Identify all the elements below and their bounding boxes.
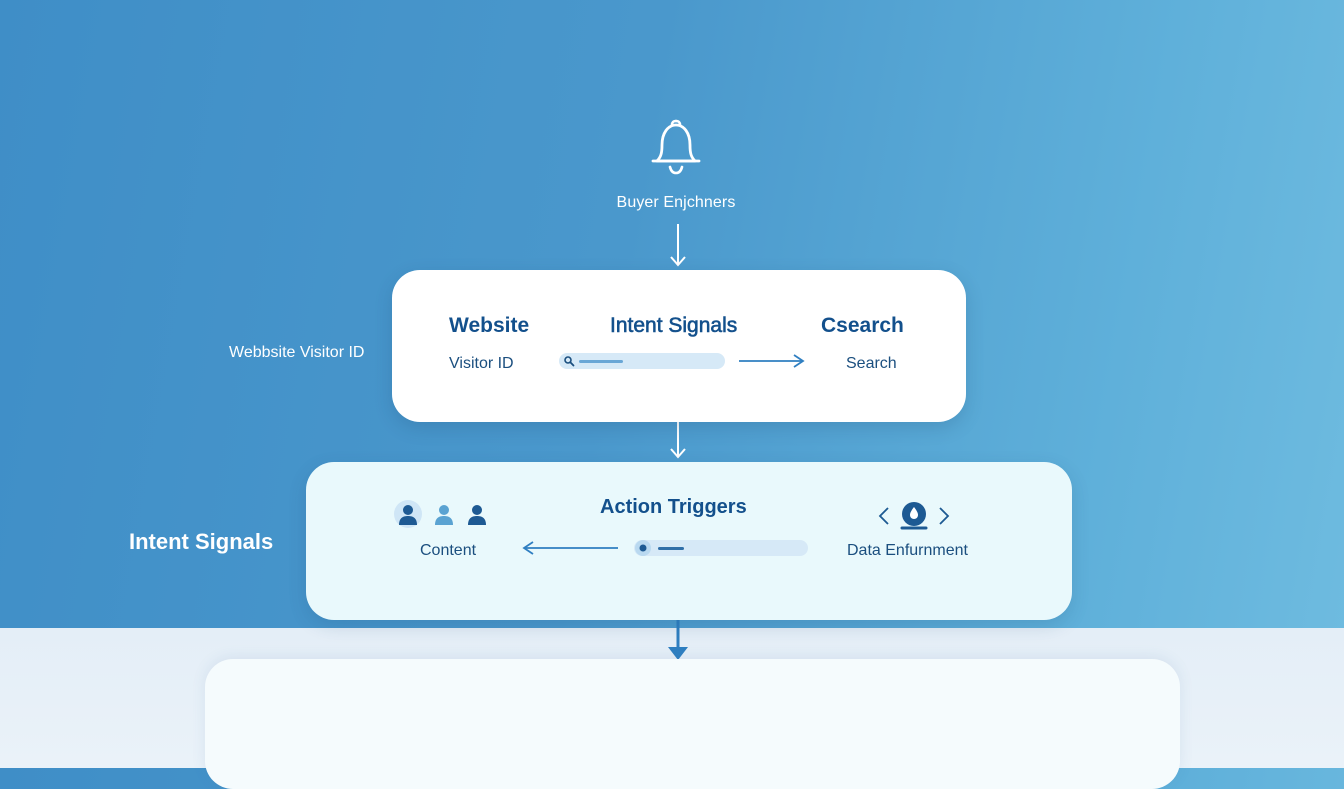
search-bar <box>559 353 725 369</box>
side-label-visitor: Webbsite Visitor ID <box>229 344 365 361</box>
search-icon <box>564 356 575 367</box>
side-label-intent: Intent Signals <box>129 529 274 554</box>
card-title-intent-signals: Intent Signals <box>610 314 738 338</box>
top-label: Buyer Enjchners <box>616 194 736 211</box>
arrow-left-icon <box>522 541 618 555</box>
arrow-down-icon <box>670 224 686 267</box>
card-sub-search: Search <box>846 355 897 372</box>
data-node-icon <box>878 502 950 530</box>
trigger-bar <box>634 540 808 556</box>
bell-icon <box>643 115 709 179</box>
card-title-website: Website <box>449 314 530 337</box>
label-data-enfurnment: Data Enfurnment <box>847 542 968 559</box>
arrow-right-icon <box>739 354 805 368</box>
title-action-triggers: Action Triggers <box>600 496 747 518</box>
card-sub-visitor-id: Visitor ID <box>449 355 514 372</box>
search-bar-fill <box>579 360 623 363</box>
card-output <box>205 659 1180 789</box>
trigger-bar-fill <box>658 547 684 550</box>
card-website-signals: Website Visitor ID Intent Signals Csearc… <box>392 270 966 422</box>
card-title-csearch: Csearch <box>821 314 904 337</box>
label-content: Content <box>420 542 477 559</box>
user-icon <box>394 500 422 528</box>
card-action-triggers: Content Action Triggers Data Enfurnment <box>306 462 1072 620</box>
user-icon <box>430 500 458 528</box>
clock-icon <box>635 540 651 556</box>
user-icon <box>463 500 491 528</box>
